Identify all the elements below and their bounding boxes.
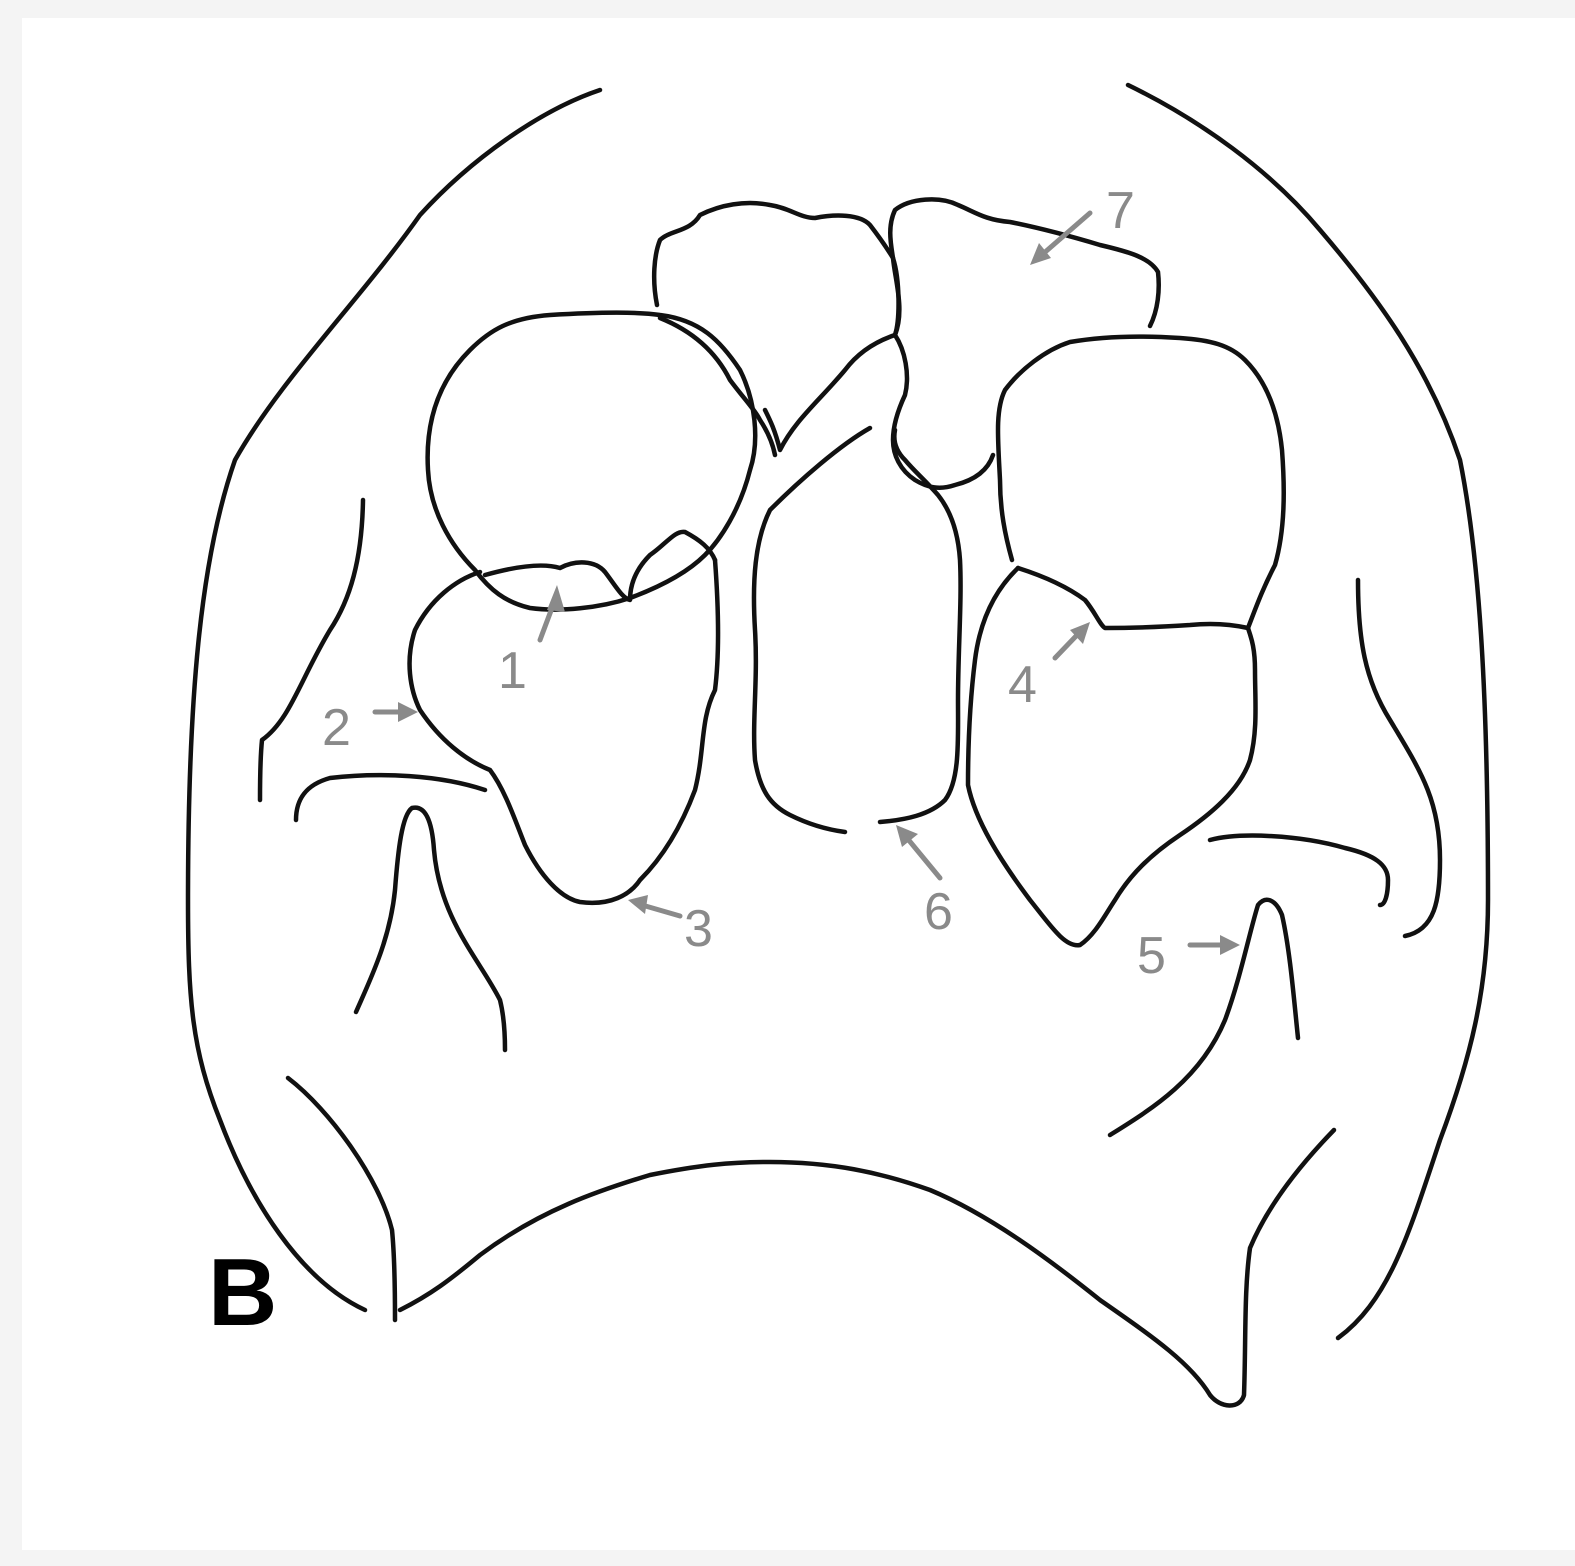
callout-label-5: 5 xyxy=(1137,927,1166,985)
callout-label-1: 1 xyxy=(498,642,527,700)
callout-label-7: 7 xyxy=(1106,182,1135,240)
callout-label-4: 4 xyxy=(1008,656,1037,714)
callout-label-2: 2 xyxy=(322,699,351,757)
panel-label: B xyxy=(208,1239,277,1346)
callout-label-3: 3 xyxy=(684,900,713,958)
callout-label-6: 6 xyxy=(924,883,953,941)
